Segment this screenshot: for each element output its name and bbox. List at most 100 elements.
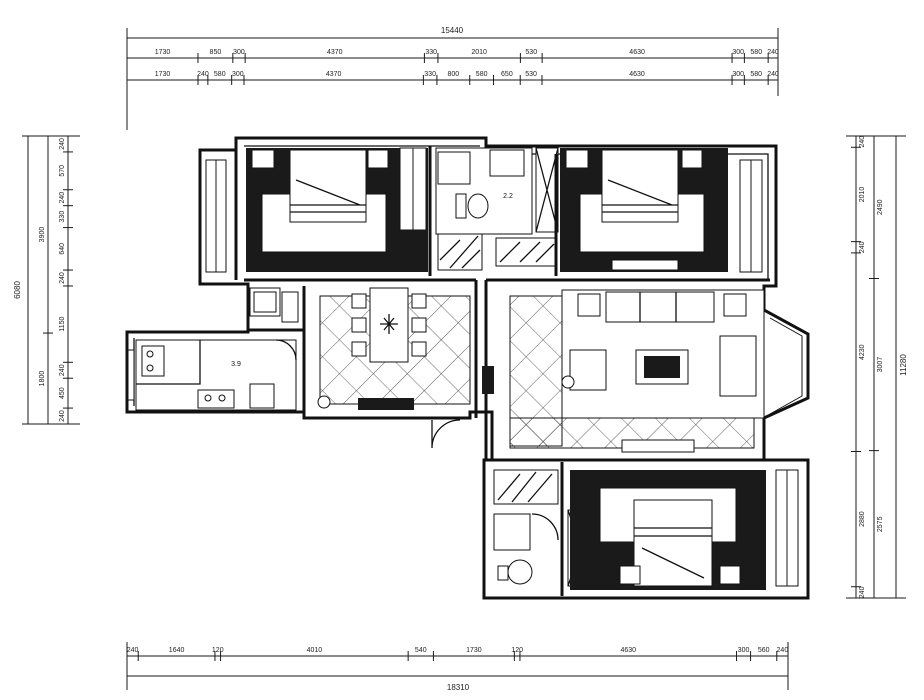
- top-overall-dimension: 15440: [441, 26, 464, 35]
- dimension-label: 2575: [877, 516, 884, 532]
- dimension-label: 300: [738, 647, 750, 654]
- dimension-label: 580: [476, 71, 488, 78]
- dimension-label: 240: [59, 410, 66, 422]
- dimension-label: 4370: [327, 49, 343, 56]
- dimension-label: 650: [501, 71, 513, 78]
- tv-cabinet: [621, 439, 695, 453]
- nightstand: [251, 149, 275, 169]
- dimension-label: 2880: [859, 511, 866, 527]
- chair: [351, 293, 367, 309]
- dimension-label: 1150: [59, 317, 66, 332]
- chair: [351, 341, 367, 357]
- dimension-label: 240: [59, 192, 66, 204]
- armchair: [719, 335, 757, 397]
- dimension-label: 300: [233, 49, 245, 56]
- dimension-label: 240: [859, 586, 866, 598]
- windows: [127, 159, 803, 587]
- dimension-label: 2010: [471, 49, 487, 56]
- left-overall-dimension: 6080: [13, 281, 22, 299]
- dimension-label: 3900: [39, 227, 46, 243]
- dining-room: [317, 287, 471, 410]
- dimension-label: 2010: [859, 187, 866, 203]
- bedroom-top-left: [246, 147, 428, 272]
- dimension-label: 240: [59, 138, 66, 150]
- dimension-label: 450: [59, 387, 66, 399]
- bathroom-top-area: 2.2: [503, 193, 513, 200]
- nightstand: [367, 149, 389, 169]
- entry-door-swing: [431, 419, 461, 449]
- dimension-label: 2490: [877, 199, 884, 215]
- dimension-label: 1730: [466, 647, 482, 654]
- marble-floor: [495, 237, 557, 267]
- dimension-label: 4230: [859, 344, 866, 360]
- dimension-label: 240: [127, 647, 139, 654]
- door-swing: [531, 513, 559, 541]
- shelf: [281, 291, 299, 323]
- bathroom-top: 2.2: [435, 147, 559, 271]
- bed-bottom: [633, 499, 713, 587]
- dimension-label: 240: [767, 49, 779, 56]
- dimension-label: 240: [59, 364, 66, 376]
- plant-icon: [317, 395, 331, 409]
- dimension-label: 240: [767, 71, 779, 78]
- shower-tray: [437, 151, 471, 185]
- plant-icon: [380, 314, 398, 334]
- dimension-label: 330: [425, 49, 437, 56]
- tv-cabinet: [611, 259, 679, 271]
- dimension-label: 580: [750, 49, 762, 56]
- chair: [411, 341, 427, 357]
- stove: [197, 389, 235, 409]
- dimension-label: 240: [859, 136, 866, 148]
- dimension-label: 1730: [155, 71, 171, 78]
- dimension-label: 4370: [326, 71, 342, 78]
- dimension-label: 4630: [629, 71, 645, 78]
- side-table: [577, 293, 601, 317]
- side-table: [723, 293, 747, 317]
- entry-cabinet: [482, 366, 494, 394]
- bedroom-bottom: [570, 470, 766, 590]
- sink: [493, 513, 531, 551]
- dimension-label: 580: [214, 71, 226, 78]
- chair: [351, 317, 367, 333]
- dimension-label: 240: [59, 272, 66, 284]
- kitchen: 3.9: [135, 339, 297, 411]
- dimension-label: 4630: [620, 647, 636, 654]
- chair: [411, 293, 427, 309]
- dimension-label: 120: [212, 647, 224, 654]
- window-bay: [769, 317, 803, 415]
- bed-top-right: [601, 149, 679, 223]
- nightstand: [719, 565, 741, 585]
- storage-small-room: [249, 287, 299, 323]
- dimension-label: 330: [424, 71, 436, 78]
- dimension-label: 540: [415, 647, 427, 654]
- nightstand: [681, 149, 703, 169]
- dimension-label: 530: [525, 49, 537, 56]
- right-overall-dimension: 11280: [899, 354, 908, 376]
- dimension-label: 330: [59, 211, 66, 223]
- bed-top-left: [289, 149, 367, 223]
- nightstand: [619, 565, 641, 585]
- dimension-label: 1730: [155, 49, 171, 56]
- right-dimension-row-2: 240 2010 240 4230 2880 240: [851, 135, 866, 599]
- toilet: [467, 193, 489, 219]
- dimension-label: 240: [777, 647, 789, 654]
- dimension-label: 1800: [39, 371, 46, 387]
- door-swing: [275, 339, 297, 361]
- sideboard: [358, 398, 414, 410]
- marble-floor: [493, 469, 559, 505]
- dimension-label: 3007: [877, 357, 884, 373]
- living-room: [431, 289, 765, 453]
- kitchen-sink: [141, 345, 165, 377]
- dimension-label: 240: [859, 241, 866, 253]
- dimension-label: 300: [232, 71, 244, 78]
- fridge: [249, 383, 275, 409]
- dimension-label: 640: [59, 243, 66, 255]
- window-kitchen: [127, 349, 135, 401]
